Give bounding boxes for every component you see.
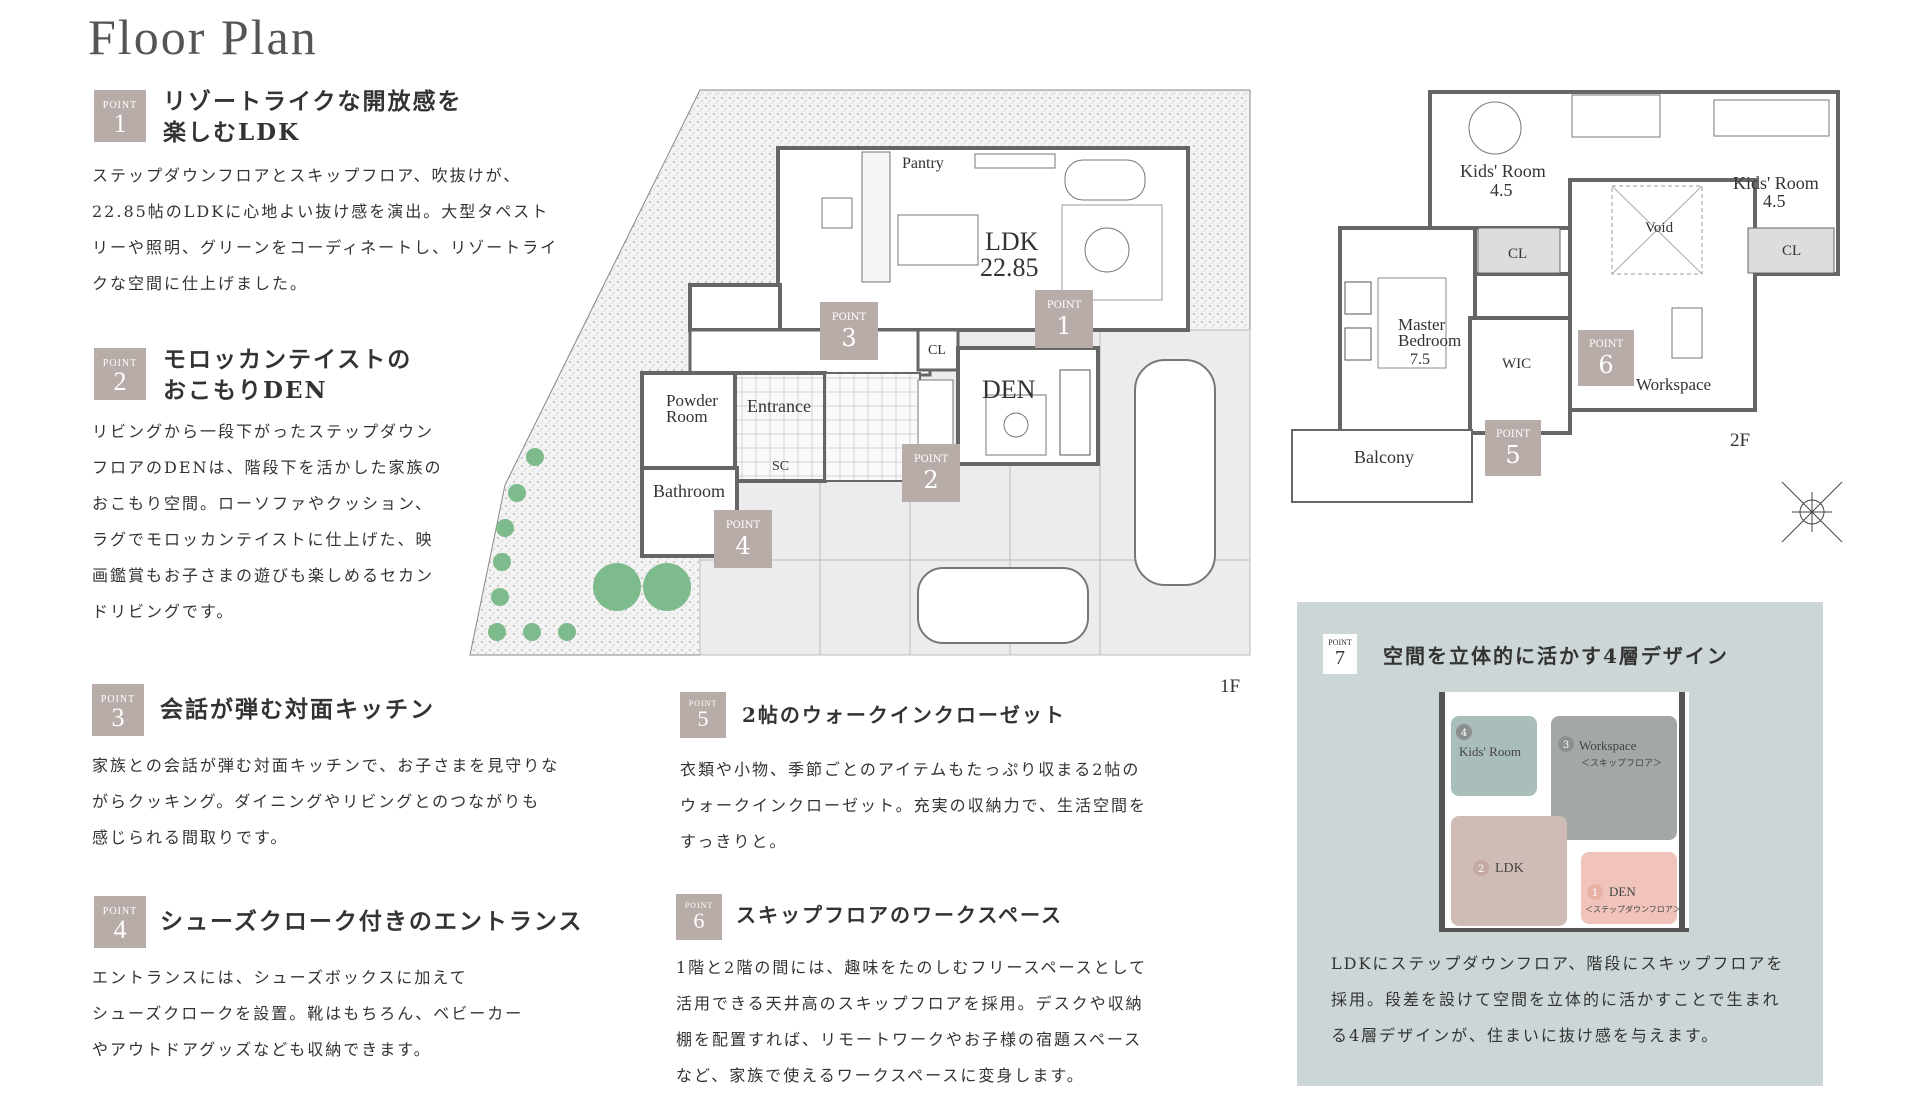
svg-text:1: 1 xyxy=(1056,312,1071,340)
powder-label-2: Room xyxy=(666,407,708,426)
point-7-panel: POINT 7 空間を立体的に活かす4層デザイン 4 3 2 1 Kids' R… xyxy=(1297,602,1823,1086)
point-1-body: ステップダウンフロアとスキップフロア、吹抜けが、22.85帖のLDKに心地よい抜… xyxy=(92,166,559,293)
wic-label: WIC xyxy=(1502,356,1531,372)
wic xyxy=(1468,316,1572,435)
car-2 xyxy=(917,567,1089,644)
svg-text:＜ステップダウンフロア＞: ＜ステップダウンフロア＞ xyxy=(1585,904,1681,914)
powder-label: Powder xyxy=(666,391,718,410)
master-label-2: Bedroom xyxy=(1398,331,1461,350)
balcony-label: Balcony xyxy=(1354,447,1414,467)
point-4-body: エントランスには、シューズボックスに加えてシューズクロークを設置。靴はもちろん、… xyxy=(92,968,524,1059)
toilet-1f xyxy=(688,283,782,332)
point-5-heading: 2帖のウォークインクローゼット xyxy=(742,703,1066,727)
page-title: Floor Plan xyxy=(88,9,318,65)
point-6-heading: スキップフロアのワークスペース xyxy=(736,903,1063,927)
svg-text:4: 4 xyxy=(1461,728,1467,739)
bathroom-label: Bathroom xyxy=(653,481,725,501)
point-2-heading: モロッカンテイストのおこもりDEN xyxy=(163,346,413,404)
svg-text:POINT: POINT xyxy=(914,454,949,465)
point-1-heading: リゾートライクな開放感を楽しむLDK xyxy=(163,88,463,146)
level-1-box xyxy=(1581,852,1677,924)
entrance xyxy=(733,371,827,483)
svg-text:4: 4 xyxy=(735,532,750,560)
svg-text:Workspace: Workspace xyxy=(1579,738,1637,753)
car-1 xyxy=(1134,359,1216,586)
balcony xyxy=(1291,429,1473,503)
svg-text:LDK: LDK xyxy=(1495,861,1524,876)
svg-text:3: 3 xyxy=(1563,740,1569,751)
point-7-body: LDKにステップダウンフロア、階段にスキップフロアを採用。段差を設けて空間を立体… xyxy=(1331,954,1785,1045)
kids-room-1-label: Kids' Room xyxy=(1460,161,1546,181)
cl-2f-1: CL xyxy=(1508,246,1527,262)
kids-room-2-size: 4.5 xyxy=(1763,191,1786,211)
plan-badge-1: POINT 1 xyxy=(1035,290,1093,348)
point-3-heading: 会話が弾む対面キッチン xyxy=(160,696,435,723)
plan-badge-6: POINT 6 xyxy=(1578,330,1634,386)
ldk-label: LDK xyxy=(985,227,1039,256)
svg-text:POINT: POINT xyxy=(1496,429,1531,440)
kids-room-1-size: 4.5 xyxy=(1490,180,1513,200)
svg-text:2: 2 xyxy=(923,466,938,494)
svg-text:3: 3 xyxy=(841,324,856,352)
level-2-box xyxy=(1451,816,1567,926)
ldk-size: 22.85 xyxy=(980,253,1039,282)
level-3-box xyxy=(1551,716,1677,840)
void-area xyxy=(1611,185,1703,275)
point-7-heading: 空間を立体的に活かす4層デザイン xyxy=(1383,644,1729,668)
plan-badge-5: POINT 5 xyxy=(1485,420,1541,476)
svg-text:5: 5 xyxy=(1505,441,1520,469)
floor-plan-1f: Pantry LDK 22.85 CL DEN Powder Room Entr… xyxy=(469,89,1251,656)
floor-1f-label: 1F xyxy=(1220,676,1241,697)
floor-plan-2f: Kids' Room 4.5 Kids' Room 4.5 Void CL CL… xyxy=(1291,90,1843,543)
floor-2f-label: 2F xyxy=(1730,430,1751,451)
void-label: Void xyxy=(1645,220,1674,236)
svg-text:DEN: DEN xyxy=(1609,884,1636,899)
point-3-body: 家族との会話が弾む対面キッチンで、お子さまを見守りながらクッキング。ダイニングや… xyxy=(92,756,560,847)
level-4-box xyxy=(1451,716,1537,796)
cl-label: CL xyxy=(928,343,946,358)
plan-badge-2: POINT 2 xyxy=(902,444,960,502)
point-2-body: リビングから一段下がったステップダウンフロアのDENは、階段下を活かした家族の … xyxy=(92,422,443,621)
svg-text:POINT: POINT xyxy=(726,520,761,531)
svg-text:POINT: POINT xyxy=(1589,339,1624,350)
svg-text:POINT: POINT xyxy=(832,312,867,323)
powder-room xyxy=(640,371,739,470)
section-diagram: 4 3 2 1 Kids' Room Workspace ＜スキップフロア＞ L… xyxy=(1439,692,1689,932)
svg-text:1: 1 xyxy=(1592,888,1598,899)
svg-text:POINT: POINT xyxy=(1047,300,1082,311)
pantry-label: Pantry xyxy=(902,155,944,172)
closet-1f xyxy=(916,328,960,372)
entrance-label: Entrance xyxy=(747,396,811,416)
plan-badge-3: POINT 3 xyxy=(820,302,878,360)
svg-text:＜スキップフロア＞: ＜スキップフロア＞ xyxy=(1581,758,1662,769)
sc-label: SC xyxy=(772,459,789,474)
plan-badge-4: POINT 4 xyxy=(714,510,772,568)
svg-text:2: 2 xyxy=(1478,864,1484,875)
point-7-badge: POINT 7 xyxy=(1323,634,1357,674)
point-6-body: 1階と2階の間には、趣味をたのしむフリースペースとして活用できる天井高のスキップ… xyxy=(676,958,1148,1085)
master-label: Master xyxy=(1398,315,1446,334)
point-4-heading: シューズクローク付きのエントランス xyxy=(160,908,584,935)
svg-text:6: 6 xyxy=(1598,351,1613,379)
garden-shrubs xyxy=(488,448,691,641)
workspace-label: Workspace xyxy=(1636,375,1711,394)
compass-icon xyxy=(1781,481,1843,543)
svg-text:Kids' Room: Kids' Room xyxy=(1459,744,1521,759)
cl-2f-2: CL xyxy=(1782,243,1801,259)
master-size: 7.5 xyxy=(1410,351,1430,368)
den-label: DEN xyxy=(982,375,1036,404)
point-5-body: 衣類や小物、季節ごとのアイテムもたっぷり収まる2帖のウォークインクローゼット。充… xyxy=(680,760,1148,851)
kids-room-2-label: Kids' Room xyxy=(1733,173,1819,193)
